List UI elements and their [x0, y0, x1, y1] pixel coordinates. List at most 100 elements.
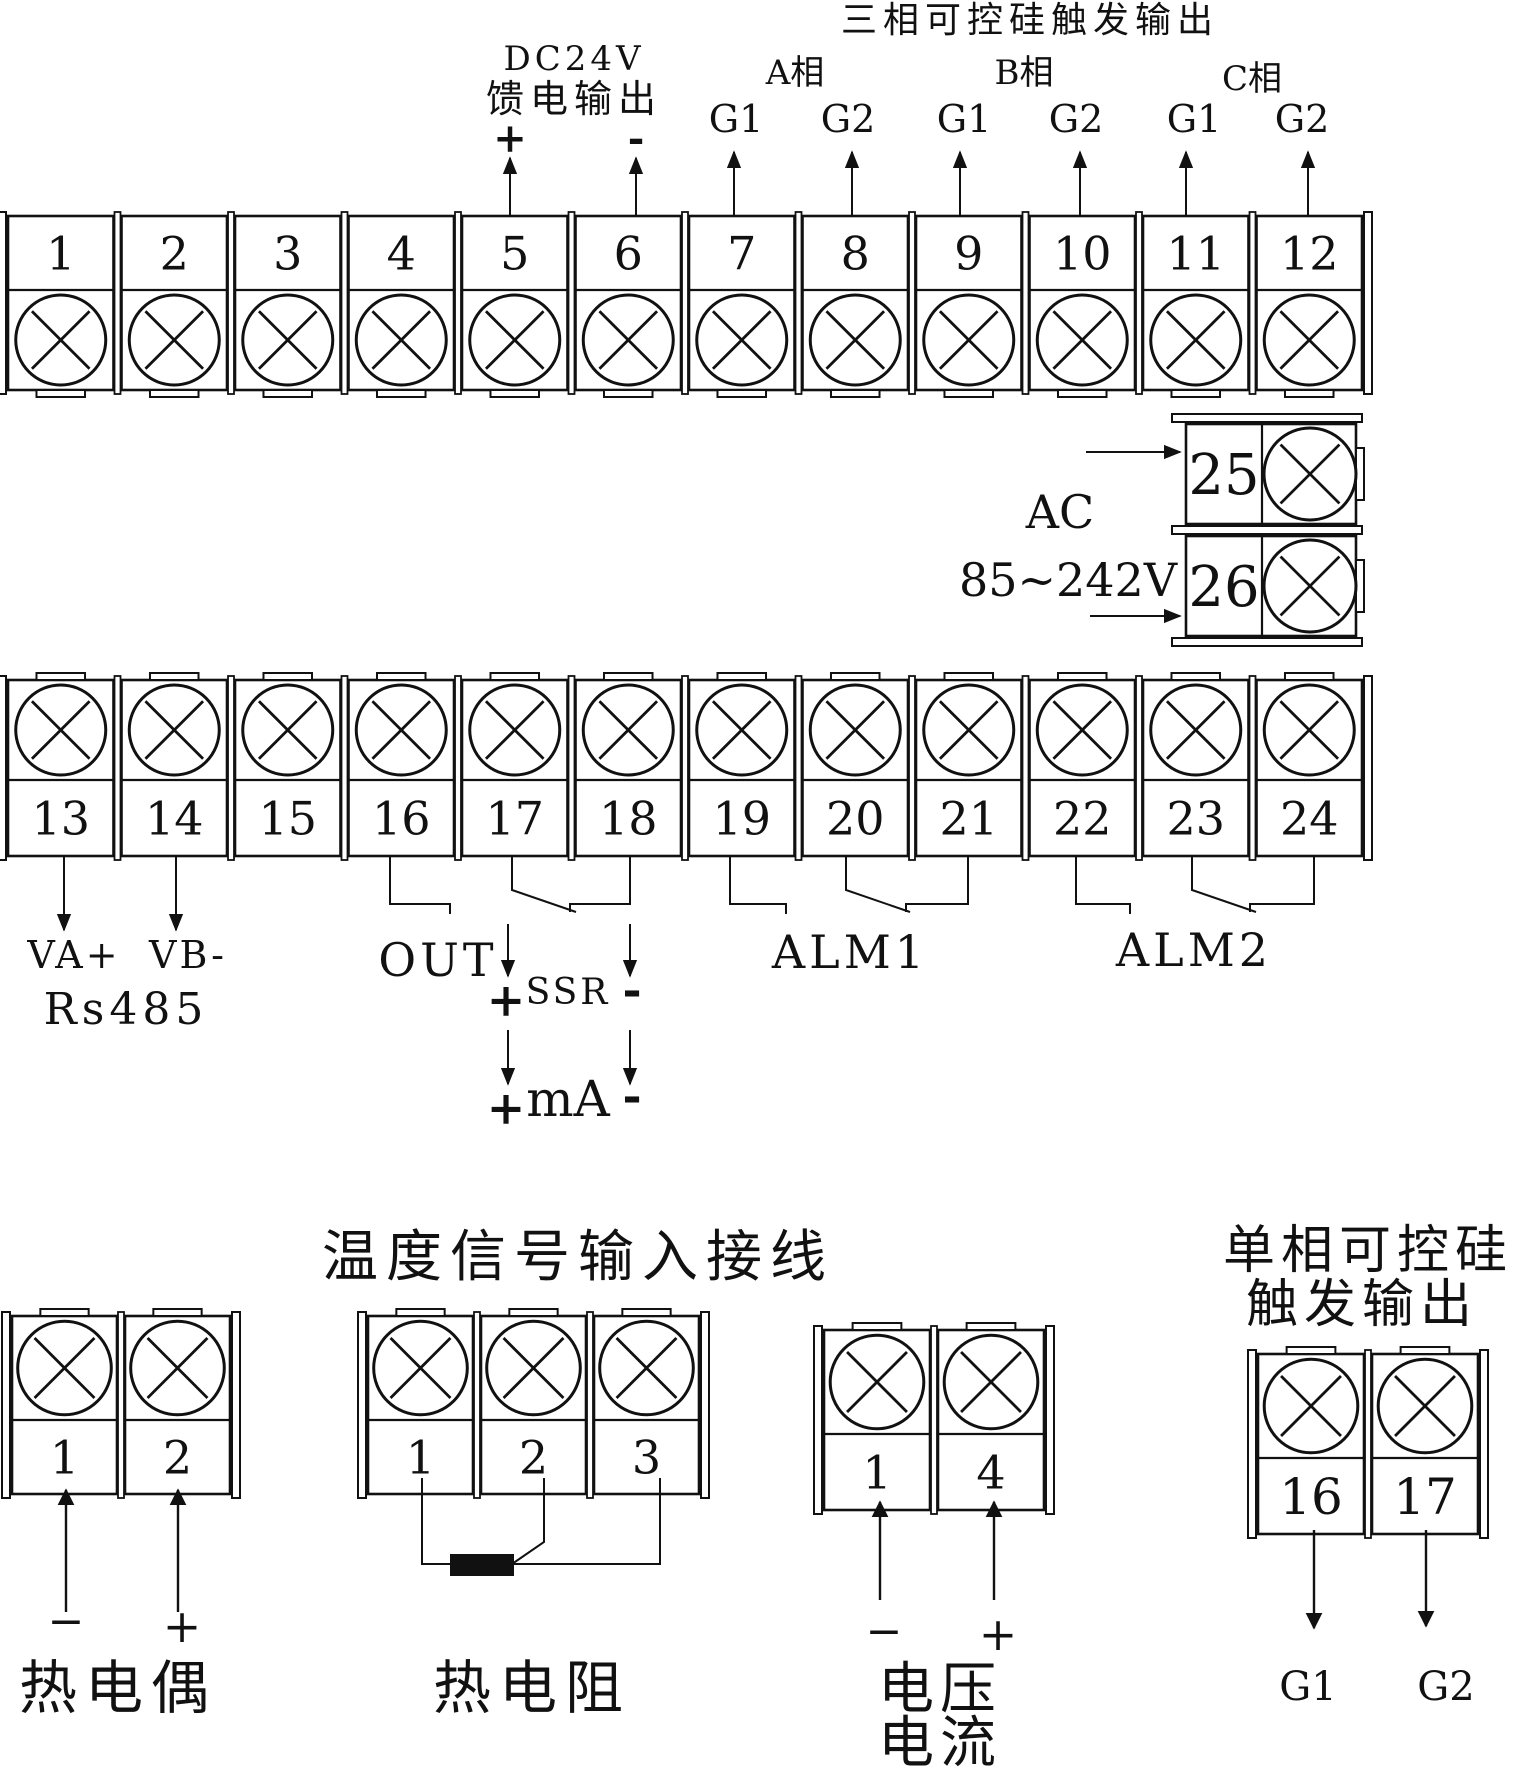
terminal-17: 17 [460, 672, 569, 858]
terminal-12-screw-icon [1262, 293, 1356, 387]
terminal-14-number: 14 [145, 792, 204, 846]
tc-minus-sign: − [48, 1596, 85, 1647]
rtd-terminal-1-screw-icon [372, 1319, 469, 1417]
terminal-4-screw-icon [354, 293, 448, 387]
tc-plus-sign: + [163, 1599, 202, 1653]
phase-b-label: B相 [995, 53, 1054, 93]
sp-terminal-16: 16 [1256, 1346, 1366, 1536]
phase-a-label: A相 [765, 53, 825, 93]
terminal-22-number: 22 [1053, 792, 1112, 846]
terminal-10-screw-icon [1035, 293, 1129, 387]
out-label: OUT [378, 933, 497, 987]
terminal-18-number: 18 [599, 792, 658, 846]
terminal-8-number: 8 [841, 227, 870, 281]
terminal-17-screw-icon [468, 683, 562, 777]
tc-terminal-1-number: 1 [50, 1431, 79, 1485]
vc-terminal-1: 1 [822, 1322, 932, 1512]
sp-terminal-17-screw-icon [1376, 1357, 1474, 1455]
phase-c-label: C相 [1222, 59, 1282, 99]
terminal-15-screw-icon [241, 683, 335, 777]
terminal-7: 7 [687, 214, 796, 398]
vc-terminal-4-screw-icon [942, 1333, 1040, 1431]
vc-terminal-4: 4 [936, 1322, 1046, 1512]
ssr-minus-sign: - [622, 963, 641, 1017]
terminal-21: 21 [914, 672, 1023, 858]
terminal-9: 9 [914, 214, 1023, 398]
vc-terminal-1-screw-icon [828, 1333, 926, 1431]
terminal-9-number: 9 [954, 227, 983, 281]
terminal-3: 3 [233, 214, 342, 398]
rs485-va-label: VA+ [26, 933, 120, 977]
rtd-resistor [450, 1554, 514, 1576]
vc-plus-sign: + [979, 1607, 1018, 1661]
terminal-24-number: 24 [1280, 792, 1339, 846]
tc-terminal-2-number: 2 [163, 1431, 192, 1485]
ma-minus-sign: - [622, 1069, 641, 1123]
phase-c-g1: G1 [1167, 97, 1222, 141]
terminal-20: 20 [801, 672, 910, 858]
terminal-4: 4 [347, 214, 456, 398]
terminal-25-screw-icon [1262, 426, 1358, 522]
sp-terminal-17-number: 17 [1393, 1468, 1457, 1526]
terminal-19: 19 [687, 672, 796, 858]
terminal-2-number: 2 [160, 227, 189, 281]
thermocouple-label: 热电偶 [19, 1654, 217, 1722]
rtd-terminal-3-number: 3 [632, 1431, 661, 1485]
phase-a-g1: G1 [709, 97, 764, 141]
terminal-1-number: 1 [46, 227, 75, 281]
terminal-2-screw-icon [127, 293, 221, 387]
terminal-4-number: 4 [387, 227, 416, 281]
three-phase-title: 三相可控硅触发输出 [841, 0, 1219, 41]
bottom-wiring [56, 856, 1315, 1086]
terminal-18-screw-icon [581, 683, 675, 777]
terminal-14-screw-icon [127, 683, 221, 777]
terminal-18: 18 [574, 672, 683, 858]
terminal-17-number: 17 [485, 792, 544, 846]
ssr-plus-sign: + [487, 973, 526, 1027]
rs485-vb-label: VB- [148, 933, 227, 977]
rtd-terminal-1-number: 1 [406, 1431, 435, 1485]
current-label: 电流 [878, 1711, 1002, 1769]
phase-c-g2: G2 [1275, 97, 1330, 141]
rs485-label: Rs485 [44, 984, 209, 1035]
terminal-23-screw-icon [1149, 683, 1243, 777]
ac-label: AC [1025, 485, 1094, 539]
rtd-terminals: 1 2 3 [357, 1308, 710, 1499]
tc-terminal-1-screw-icon [16, 1319, 113, 1417]
terminal-13-number: 13 [31, 792, 90, 846]
top-output-arrows [502, 150, 1316, 216]
terminal-21-number: 21 [939, 792, 998, 846]
terminal-25-number: 25 [1188, 443, 1259, 508]
sp-terminal-16-screw-icon [1262, 1357, 1360, 1455]
single-phase-title-1: 单相可控硅 [1223, 1221, 1513, 1281]
terminal-16-screw-icon [354, 683, 448, 777]
alm2-label: ALM2 [1115, 923, 1272, 977]
sp-g2-label: G2 [1417, 1664, 1474, 1710]
terminal-14: 14 [120, 672, 229, 858]
tc-terminal-1: 1 [10, 1308, 119, 1496]
dc24v-label: DC24V [503, 39, 644, 79]
tc-terminal-2: 2 [123, 1308, 232, 1496]
rtd-label: 热电阻 [433, 1654, 631, 1722]
terminal-15: 15 [233, 672, 342, 858]
terminal-6-screw-icon [581, 293, 675, 387]
phase-a-g2: G2 [821, 97, 876, 141]
terminal-21-screw-icon [922, 683, 1016, 777]
rtd-terminal-2: 2 [479, 1308, 588, 1496]
rtd-terminal-1: 1 [366, 1308, 475, 1496]
terminal-26: 26 [1171, 525, 1365, 647]
rtd-terminal-3-screw-icon [598, 1319, 695, 1417]
terminal-19-screw-icon [695, 683, 789, 777]
terminal-3-number: 3 [273, 227, 302, 281]
rtd-terminal-2-number: 2 [519, 1431, 548, 1485]
terminal-3-screw-icon [241, 293, 335, 387]
terminal-24-screw-icon [1262, 683, 1356, 777]
terminal-11-screw-icon [1149, 293, 1243, 387]
single-phase-title-2: 触发输出 [1246, 1275, 1478, 1335]
feed-minus-sign: - [628, 115, 645, 162]
terminal-22-screw-icon [1035, 683, 1129, 777]
